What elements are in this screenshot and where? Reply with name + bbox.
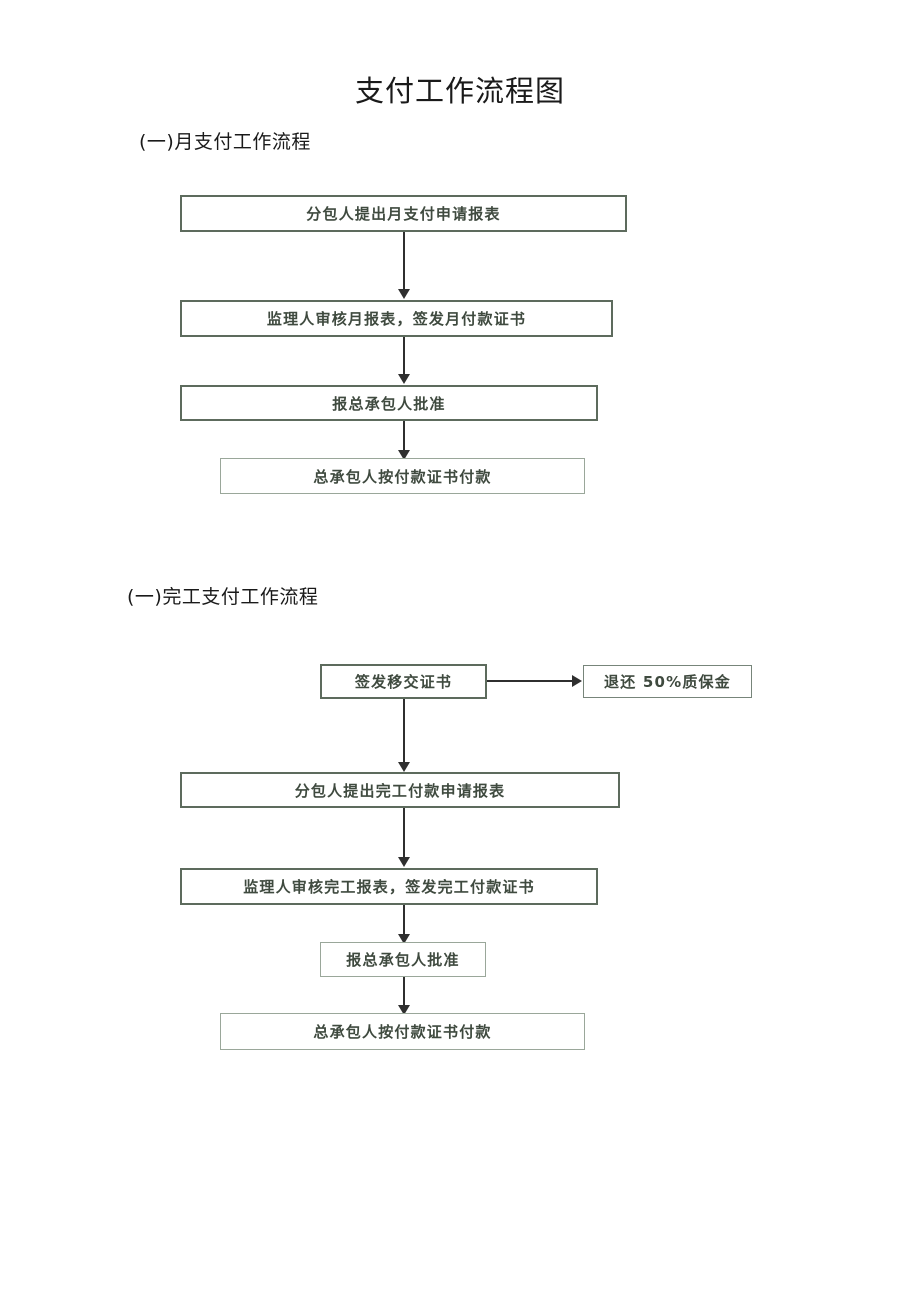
flow-node-m1[interactable]: 分包人提出月支付申请报表 bbox=[180, 195, 627, 232]
flow-node-c3[interactable]: 分包人提出完工付款申请报表 bbox=[180, 772, 620, 808]
page-title: 支付工作流程图 bbox=[354, 74, 565, 108]
section-heading-completion-payment: (一)完工支付工作流程 bbox=[127, 586, 319, 608]
connector-m1-m2-line bbox=[403, 232, 405, 290]
flow-node-m4[interactable]: 总承包人按付款证书付款 bbox=[220, 458, 585, 494]
connector-c4-c5-arrowhead bbox=[398, 934, 410, 944]
connector-m2-m3-arrowhead bbox=[398, 374, 410, 384]
connector-c4-c5-line bbox=[403, 905, 405, 936]
connector-c3-c4-line bbox=[403, 808, 405, 858]
connector-m1-m2-arrowhead bbox=[398, 289, 410, 299]
flow-node-c6[interactable]: 总承包人按付款证书付款 bbox=[220, 1013, 585, 1050]
connector-m2-m3-line bbox=[403, 337, 405, 375]
flow-node-m2[interactable]: 监理人审核月报表，签发月付款证书 bbox=[180, 300, 613, 337]
flow-node-c1[interactable]: 签发移交证书 bbox=[320, 664, 487, 699]
connector-c1-c2-line bbox=[487, 680, 573, 682]
connector-c1-c3-line bbox=[403, 699, 405, 763]
connector-c5-c6-line bbox=[403, 977, 405, 1006]
connector-c5-c6-arrowhead bbox=[398, 1005, 410, 1015]
connector-c3-c4-arrowhead bbox=[398, 857, 410, 867]
connector-m3-m4-line bbox=[403, 421, 405, 452]
flow-node-c5[interactable]: 报总承包人批准 bbox=[320, 942, 486, 977]
connector-m3-m4-arrowhead bbox=[398, 450, 410, 460]
flow-node-c4[interactable]: 监理人审核完工报表，签发完工付款证书 bbox=[180, 868, 598, 905]
flow-node-m3[interactable]: 报总承包人批准 bbox=[180, 385, 598, 421]
connector-c1-c2-arrowhead bbox=[572, 675, 582, 687]
flow-node-c2[interactable]: 退还 50%质保金 bbox=[583, 665, 752, 698]
connector-c1-c3-arrowhead bbox=[398, 762, 410, 772]
section-heading-monthly-payment: (一)月支付工作流程 bbox=[139, 131, 311, 153]
